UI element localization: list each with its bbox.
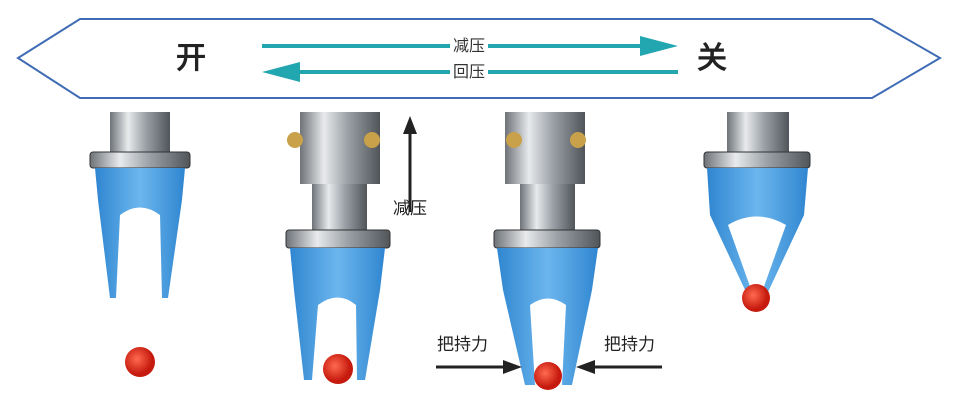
tomato bbox=[323, 354, 353, 384]
return-pressure-label: 回压 bbox=[450, 64, 489, 80]
up-arrowhead bbox=[403, 116, 417, 134]
gripper-open bbox=[89, 112, 191, 298]
gripper-closed bbox=[703, 112, 811, 292]
banner-hexagon bbox=[16, 18, 942, 99]
tomato bbox=[534, 362, 562, 390]
decompress-banner-label: 减压 bbox=[450, 38, 489, 54]
return-arrowhead bbox=[262, 62, 300, 82]
close-label: 关 bbox=[697, 41, 727, 76]
grip-force-label-right: 把持力 bbox=[604, 335, 655, 355]
grip-force-arrowhead-right bbox=[576, 360, 595, 374]
open-label: 开 bbox=[176, 41, 206, 76]
decompress-label: 减压 bbox=[393, 199, 427, 219]
grip-force-arrowhead-left bbox=[503, 360, 522, 374]
gripper-gripping bbox=[493, 112, 601, 385]
tomato bbox=[742, 284, 770, 312]
decompress-arrowhead bbox=[640, 36, 678, 56]
gripper-decompressing bbox=[285, 112, 391, 380]
tomato bbox=[125, 347, 155, 377]
grip-force-label-left: 把持力 bbox=[437, 335, 488, 355]
